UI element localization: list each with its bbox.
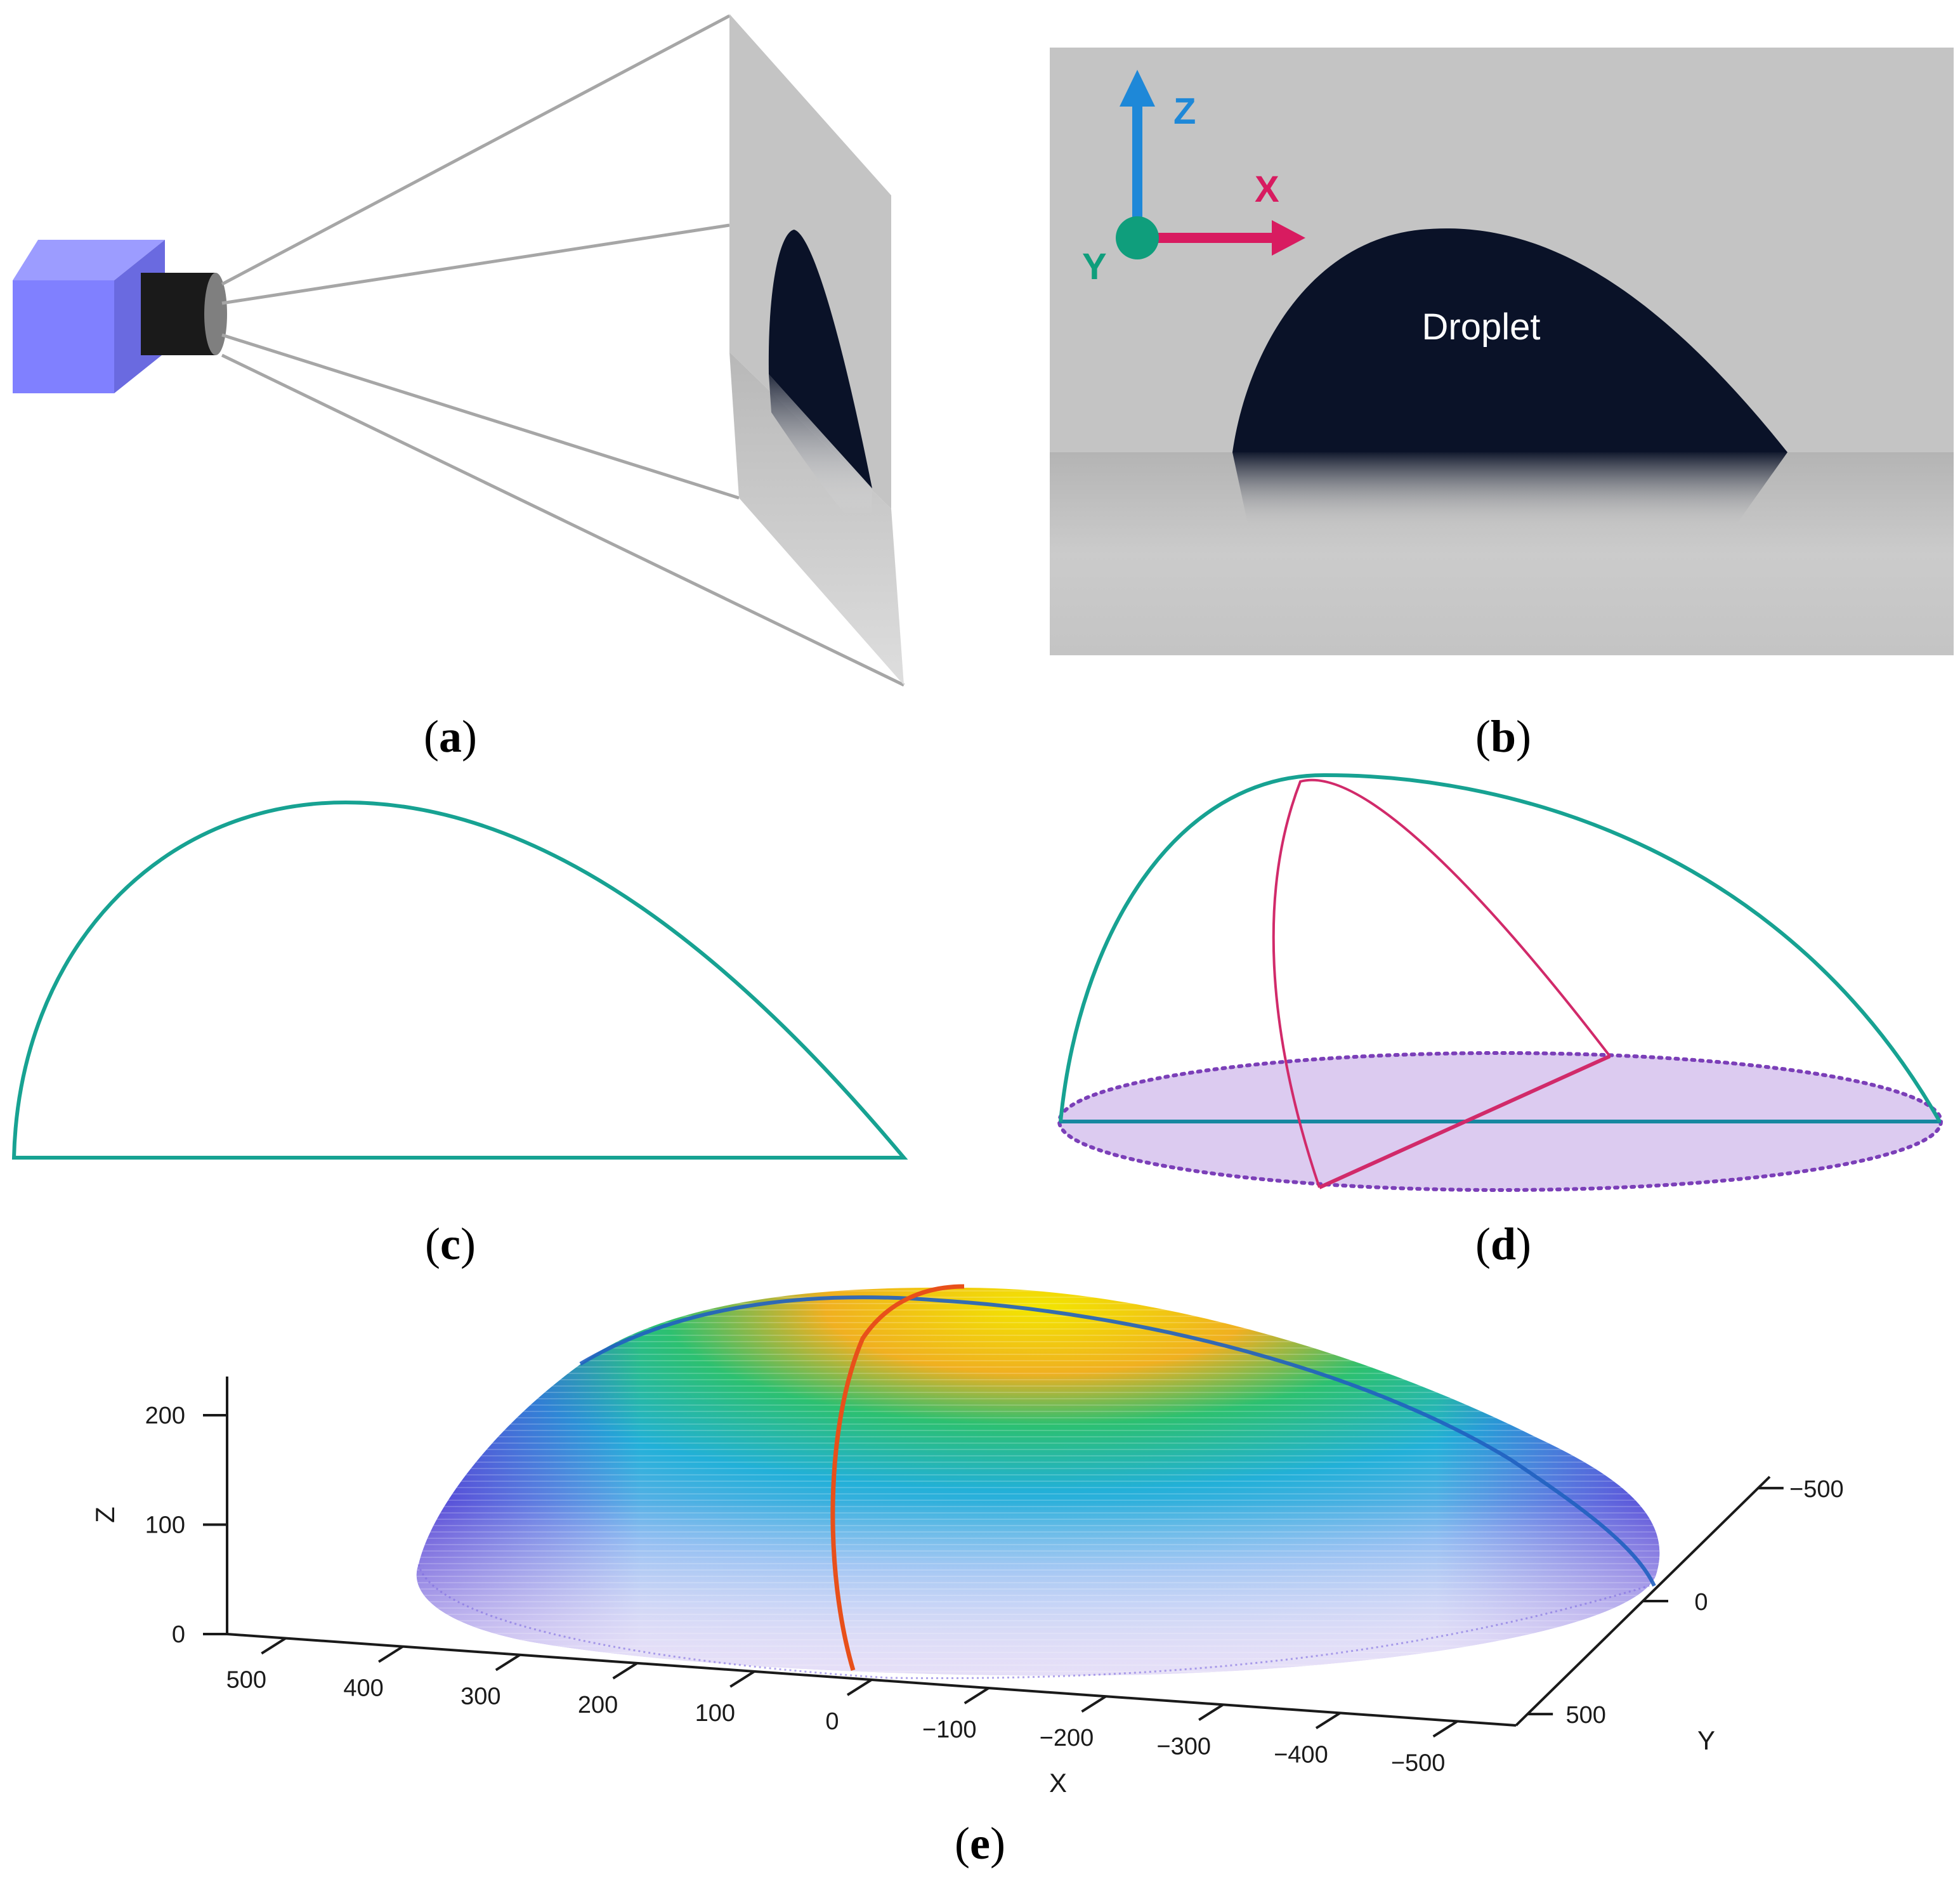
- y-slice-curve: [579, 1295, 1656, 1587]
- caption-e: (e): [955, 1818, 1005, 1869]
- x-tick-label: −100: [922, 1717, 977, 1743]
- y-axis-dot-icon: [1116, 216, 1159, 259]
- y-tick-label: −500: [1789, 1476, 1844, 1503]
- x-arrow-icon: [1272, 220, 1305, 256]
- panel-b: Droplet Z X Y (b): [1050, 48, 1954, 762]
- z-axis-label: Z: [1173, 91, 1196, 132]
- x-tick-label: −300: [1156, 1733, 1211, 1760]
- y-tick-label: 0: [1694, 1589, 1708, 1616]
- y-axis: −500 0 500: [1527, 1476, 1844, 1729]
- caption-d: (d): [1475, 1219, 1531, 1269]
- x-tick-label: 0: [825, 1708, 839, 1735]
- x-tick: [612, 1662, 638, 1680]
- x-tick-label: −200: [1040, 1725, 1094, 1751]
- x-tick: [495, 1654, 521, 1671]
- projection-screen: [729, 14, 904, 685]
- z-arrow-icon: [1120, 70, 1155, 107]
- droplet-label: Droplet: [1422, 306, 1541, 348]
- outer-profile-curve: [1059, 773, 1942, 1123]
- cross-section-curve: [1272, 778, 1611, 1188]
- x-tick: [964, 1687, 990, 1704]
- droplet-reflection: [1232, 452, 1787, 527]
- x-tick-label: −500: [1391, 1750, 1446, 1776]
- camera-lens: [141, 273, 216, 355]
- x-tick: [846, 1678, 873, 1696]
- x-tick-label: −400: [1274, 1741, 1328, 1768]
- point-cloud-surface: [416, 1287, 1660, 1680]
- x-tick-label: 500: [226, 1667, 266, 1694]
- panel-a: (a): [13, 14, 905, 762]
- x-axis-label: X: [1255, 169, 1279, 210]
- z-axis-title: Z: [90, 1507, 120, 1523]
- cross-section-chord: [1318, 1054, 1611, 1189]
- y-tick-label: 500: [1565, 1702, 1605, 1729]
- x-tick: [729, 1670, 755, 1688]
- caption-b: (b): [1475, 711, 1531, 762]
- camera-icon: [13, 240, 227, 393]
- x-tick: [1198, 1703, 1224, 1721]
- droplet-shape: [1232, 228, 1787, 452]
- x-tick: [261, 1637, 287, 1655]
- base-rim: [417, 1564, 1650, 1680]
- z-tick-label: 100: [145, 1512, 185, 1539]
- x-axis: 500 400 300 200 100 0 −100 −200 −300 −400 −500: [226, 1637, 1458, 1776]
- x-tick-label: 100: [695, 1700, 735, 1727]
- x-tick: [378, 1645, 404, 1663]
- y-axis-label: Y: [1082, 246, 1107, 287]
- panel-d: (d): [1057, 773, 1943, 1269]
- caption-c: (c): [425, 1219, 476, 1269]
- panel-e: 0 100 200 500 400 300 200 100 0 −100 −200 −300 −400…: [90, 1284, 1844, 1869]
- x-tick: [1081, 1695, 1107, 1713]
- x-tick-label: 200: [578, 1692, 618, 1718]
- x-axis-title: X: [1049, 1768, 1067, 1798]
- x-tick: [1315, 1711, 1341, 1730]
- y-axis-title: Y: [1697, 1725, 1715, 1755]
- panel-c: (c): [11, 800, 908, 1269]
- view-frustum-lines: [221, 14, 905, 687]
- caption-a: (a): [424, 711, 477, 762]
- x-tick: [1432, 1720, 1458, 1738]
- screen-droplet-image: [768, 230, 872, 488]
- droplet-profile-curve: [11, 800, 908, 1160]
- z-tick-label: 0: [172, 1621, 185, 1648]
- z-tick-label: 200: [145, 1403, 185, 1429]
- z-axis: 0 100 200: [145, 1403, 227, 1648]
- x-tick-label: 300: [461, 1684, 500, 1710]
- axis-gizmo: Z X Y: [1082, 70, 1305, 287]
- x-slice-curve: [830, 1284, 965, 1671]
- x-tick-label: 400: [343, 1675, 383, 1702]
